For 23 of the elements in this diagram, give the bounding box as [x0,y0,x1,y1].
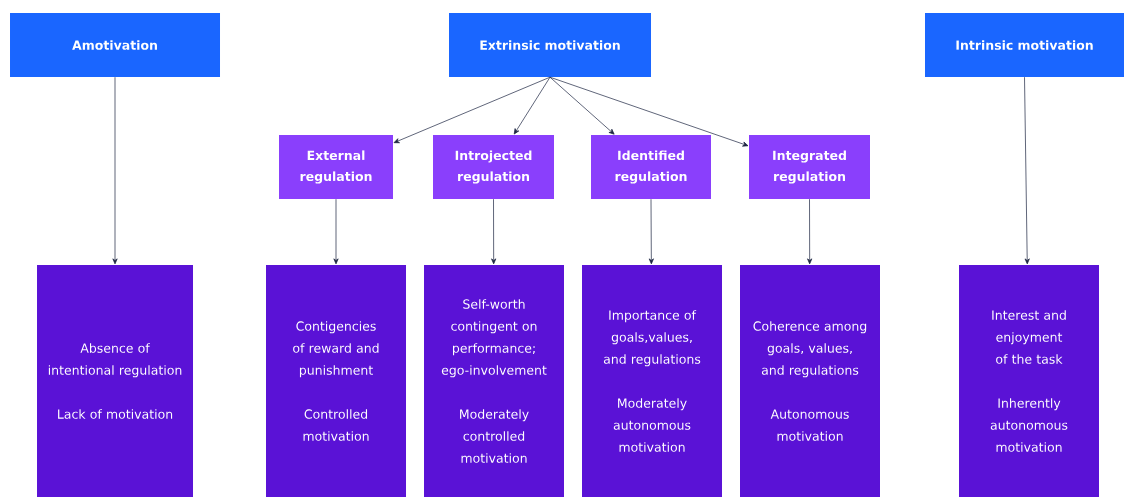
arrow [807,198,813,265]
description-box: Coherence among goals, values, and regulations Autonomous motivation [740,265,880,497]
arrow [393,76,551,144]
description-box: Self-worth contingent on performance; ego-involvement Moderately controlled motivation [424,265,564,497]
category-box: External regulation [279,135,393,199]
description-box: Importance of goals,values, and regulations Moderately autonomous motivation [582,265,722,497]
description-box: Contigencies of reward and punishment Controlled motivation [266,265,406,497]
title-box: Extrinsic motivation [449,13,651,77]
title-box: Intrinsic motivation [925,13,1124,77]
arrow [112,76,118,265]
category-box: Integrated regulation [749,135,870,199]
arrow [648,198,654,265]
arrow [549,76,749,147]
description-box: Interest and enjoyment of the task Inherently autonomous motivation [959,265,1099,497]
arrow [491,198,497,265]
arrow [549,76,615,135]
arrow [333,198,339,265]
arrow [513,76,551,135]
description-box: Absence of intentional regulation Lack of motivation [37,265,193,497]
category-box: Introjected regulation [433,135,554,199]
title-box: Amotivation [10,13,220,77]
category-box: Identified regulation [591,135,711,199]
arrow [1024,76,1030,265]
